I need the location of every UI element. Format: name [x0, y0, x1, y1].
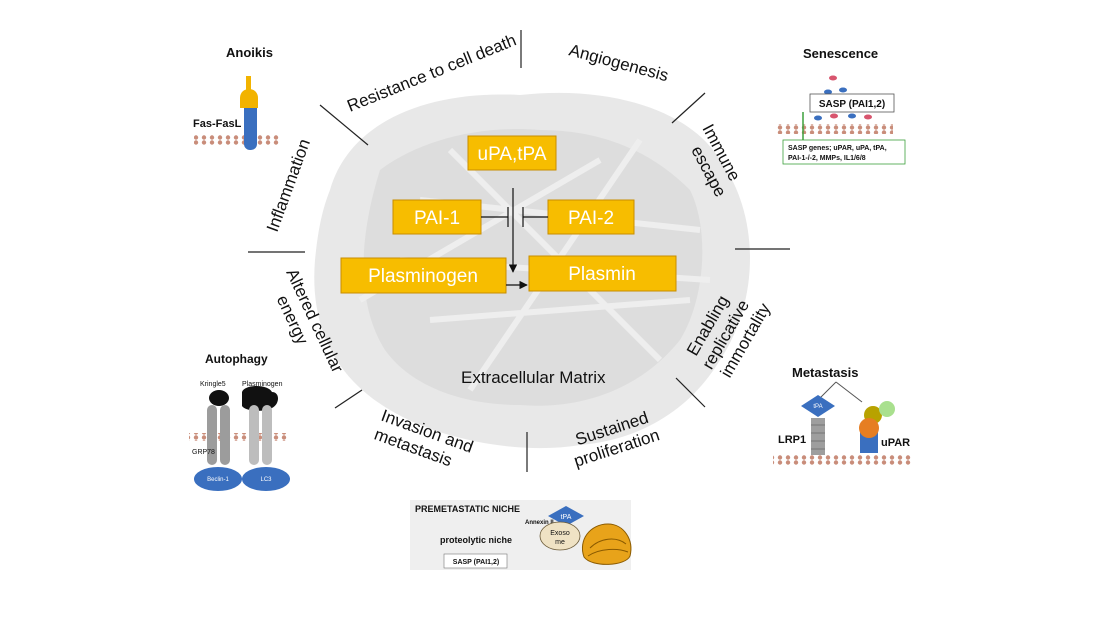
svg-text:PAI-1: PAI-1	[414, 208, 460, 229]
panel-autophagy: Autophagy Kringle5 Plasminogen GRP78 Bec…	[189, 352, 290, 491]
svg-text:proteolytic niche: proteolytic niche	[440, 535, 512, 545]
svg-text:uPA,tPA: uPA,tPA	[478, 144, 547, 165]
svg-text:PREMETASTATIC NICHE: PREMETASTATIC NICHE	[415, 504, 520, 514]
membrane	[189, 433, 289, 441]
membrane	[777, 124, 893, 134]
svg-text:SASP genes; uPAR, uPA, tPA,: SASP genes; uPAR, uPA, tPA,	[788, 145, 887, 152]
svg-text:tPA: tPA	[561, 514, 572, 521]
svg-text:tPA: tPA	[813, 404, 822, 410]
fas-receptor	[244, 100, 257, 150]
divider-line	[675, 377, 706, 408]
pathway-arrows	[481, 188, 548, 290]
svg-text:LRP1: LRP1	[778, 434, 806, 446]
svg-text:Fas-FasL: Fas-FasL	[193, 118, 242, 130]
membrane	[194, 135, 280, 145]
svg-text:Beclin-1: Beclin-1	[207, 477, 229, 483]
divider-line	[319, 104, 369, 146]
svg-text:Plasminogen: Plasminogen	[242, 381, 283, 388]
panel-anoikis: Anoikis Fas-FasL	[193, 45, 280, 150]
panel-senescence: Senescence SASP (PAI1,2) SASP genes; uPA…	[777, 46, 906, 165]
center-label: Extracellular Matrix	[461, 368, 606, 387]
svg-text:Annexin II: Annexin II	[525, 520, 554, 526]
divider-lines	[248, 30, 790, 472]
box-activators: uPA,tPA	[467, 135, 557, 171]
box-plasmin: Plasmin	[528, 255, 677, 292]
panel-metastasis: Metastasis tPA LRP1 uPAR	[773, 365, 911, 465]
svg-text:Exoso: Exoso	[550, 530, 570, 537]
svg-text:Plasminogen: Plasminogen	[368, 266, 478, 287]
svg-text:Anoikis: Anoikis	[226, 45, 273, 60]
svg-text:Kringle5: Kringle5	[200, 381, 226, 388]
svg-text:Metastasis: Metastasis	[792, 365, 858, 380]
box-pai1: PAI-1	[392, 199, 482, 235]
panel-premetastatic: PREMETASTATIC NICHE tPA Annexin II Exoso…	[410, 500, 632, 570]
svg-text:LC3: LC3	[260, 477, 272, 483]
svg-text:Autophagy: Autophagy	[205, 352, 268, 366]
svg-text:uPAR: uPAR	[881, 437, 910, 449]
divider-line	[334, 389, 363, 409]
svg-text:SASP (PAI1,2): SASP (PAI1,2)	[453, 559, 499, 566]
svg-text:GRP78: GRP78	[192, 449, 215, 456]
membrane	[773, 455, 911, 465]
svg-text:SASP (PAI1,2): SASP (PAI1,2)	[819, 99, 885, 110]
svg-text:PAI-2: PAI-2	[568, 208, 614, 229]
box-pai2: PAI-2	[547, 199, 635, 235]
svg-text:me: me	[555, 539, 565, 546]
hallmark-inflammation: Inflammation	[263, 136, 314, 234]
box-plasminogen: Plasminogen	[340, 257, 507, 294]
svg-text:Senescence: Senescence	[803, 46, 878, 61]
svg-text:Plasmin: Plasmin	[568, 264, 636, 285]
divider-line	[671, 92, 706, 124]
svg-text:PAI-1-/-2, MMPs, IL1/6/8: PAI-1-/-2, MMPs, IL1/6/8	[788, 155, 866, 162]
hallmark-angiogenesis: Angiogenesis	[567, 41, 671, 86]
fasl-ligand	[240, 89, 258, 108]
